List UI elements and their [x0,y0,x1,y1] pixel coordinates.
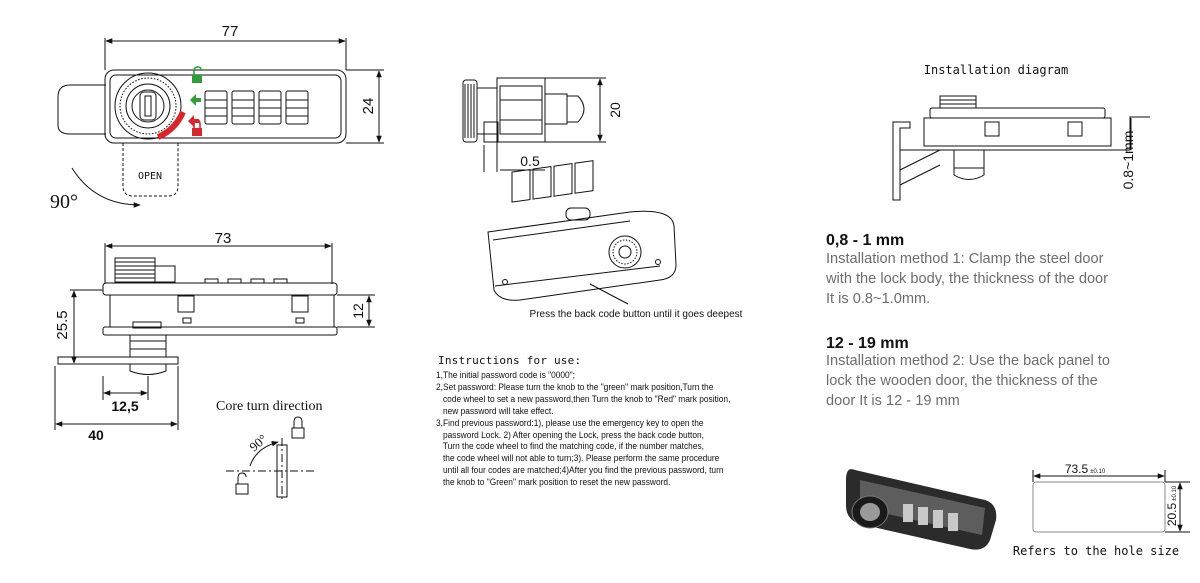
installation-thickness-dimension: 0.8~1mm [1120,131,1136,190]
instruction-line: Turn the code wheel to find the matching… [436,441,704,452]
instructions-title: Instructions for use: [438,354,582,367]
method2-description: Installation method 2: Use the back pane… [826,352,1196,411]
installation-drawing [892,95,1150,201]
instruction-line: 1,The initial password code is "0000"; [436,370,576,380]
open-label: OPEN [138,171,162,182]
locked-padlock-red-icon [192,119,202,136]
instructions-body: 1,The initial password code is "0000"; 2… [436,370,763,489]
side-height-dimension: 20 [607,102,623,118]
hole-size-drawing [1032,470,1190,533]
body-thickness-dimension: 12 [350,303,366,319]
front-height-dimension: 24 [360,98,377,115]
instruction-line: new password will take effect. [436,405,554,416]
instruction-line: until all four codes are matched;4)After… [436,465,724,476]
top-height-dimension: 25.5 [54,310,71,339]
instruction-line: 2,Set password: Please turn the knob to … [436,381,714,392]
hole-size-caption: Refers to the hole size [1013,544,1179,558]
instruction-line: 3,Find previous password:1), please use … [436,417,704,428]
offset-dimension: 12,5 [111,398,138,414]
front-width-dimension: 77 [222,23,239,40]
instruction-line: the code wheel will not able to turn;3).… [436,453,720,464]
gap-dimension: 0.5 [520,153,540,169]
method2-line: door It is 12 - 19 mm [826,392,960,409]
core-turn-angle-label: 90° [246,431,270,454]
plate-width-dimension: 40 [88,427,104,443]
top-view-drawing [54,243,375,430]
method1-description: Installation method 1: Clamp the steel d… [826,250,1196,309]
method1-line: Installation method 1: Clamp the steel d… [826,251,1104,267]
method1-line: It is 0.8~1.0mm. [826,290,931,307]
isometric-lock-drawing [487,160,677,305]
hole-height-dimension: 20.5±0.10 [1165,485,1179,526]
side-view-drawing [462,77,606,172]
red-arrow-icon [188,115,199,127]
instruction-line: code wheel to set a new password,then Tu… [436,393,731,404]
instruction-line: password Lock. 2) After opening the Lock… [436,429,704,440]
installation-title: Installation diagram [924,63,1069,77]
core-turn-title: Core turn direction [216,399,323,414]
red-mark-arc [156,110,186,140]
method1-heading: 0,8 - 1 mm [826,232,905,249]
lock-product-render [846,469,997,550]
method2-line: Installation method 2: Use the back pane… [826,353,1110,369]
back-code-button-caption: Press the back code button until it goes… [530,309,743,320]
top-width-dimension: 73 [215,230,232,247]
method2-line: lock the wooden door, the thickness of t… [826,372,1098,389]
green-arrow-icon [190,94,201,106]
instruction-line: the knob to "Green" mark position to res… [436,477,671,488]
front-view-drawing [57,38,384,208]
unlocked-padlock-green-icon [192,66,202,83]
hole-width-dimension: 73.5±0.10 [1065,462,1106,476]
core-turn-diagram [226,416,316,500]
rotation-angle-label: 90° [50,191,78,213]
method1-line: with the lock body, the thickness of the… [826,270,1109,287]
method2-heading: 12 - 19 mm [826,335,909,352]
